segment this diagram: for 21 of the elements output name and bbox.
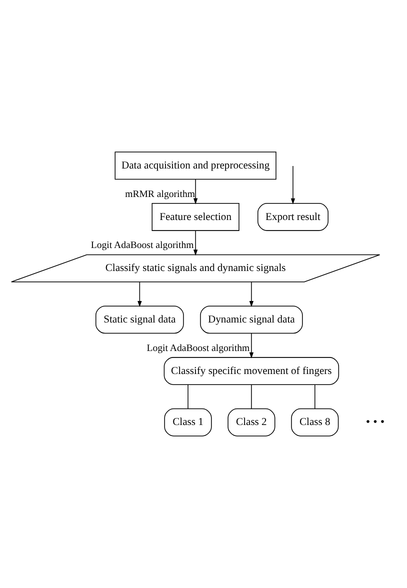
arrow: [290, 166, 296, 204]
edge-label: Logit AdaBoost algorithm: [146, 342, 250, 354]
connector: [251, 384, 252, 409]
edge-label: Logit AdaBoost algorithm: [90, 240, 194, 252]
node-box: Class 2: [228, 408, 276, 436]
node-box: Class 1: [164, 408, 212, 436]
arrow: [193, 230, 198, 256]
node-box: Export result: [257, 203, 328, 231]
label: • • •: [366, 414, 385, 428]
arrow: [138, 282, 142, 308]
node-box: Dynamic signal data: [200, 306, 303, 334]
edge-label: mRMR algorithm: [125, 188, 196, 200]
node-box: Classify specific movement of fingers: [164, 357, 340, 385]
connector: [314, 384, 316, 409]
arrow: [249, 333, 254, 358]
arrow: [249, 282, 254, 308]
node-box: Static signal data: [95, 306, 184, 334]
node-box: Class 8: [291, 408, 339, 436]
arrow: [193, 179, 198, 204]
node-box: Feature selection: [152, 203, 240, 231]
node-box: Data acquisition and preprocessing: [114, 152, 276, 180]
